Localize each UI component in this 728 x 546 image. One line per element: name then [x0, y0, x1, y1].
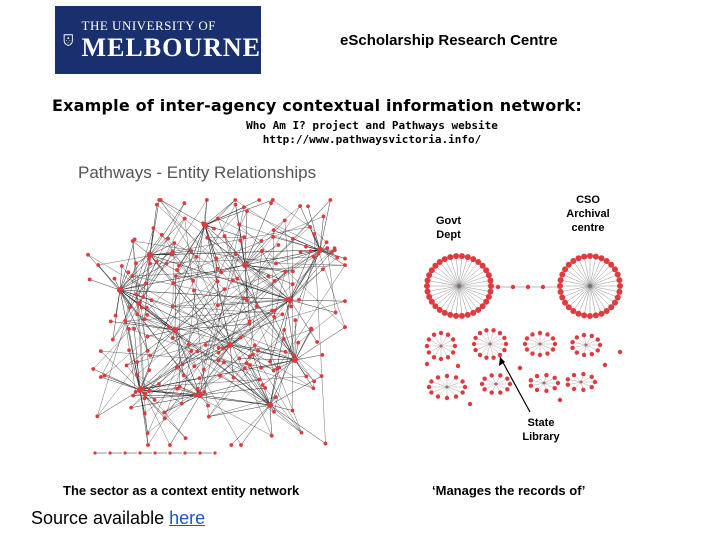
slide-subtitle-project: Who Am I? project and Pathways website [246, 119, 498, 132]
source-line: Source available here [31, 508, 205, 529]
pathways-figure-title: Pathways - Entity Relationships [78, 163, 317, 182]
left-caption: The sector as a context entity network [63, 483, 300, 498]
slide-heading: Example of inter-agency contextual infor… [52, 96, 582, 115]
slide-subtitle-url: http://www.pathwaysvictoria.info/ [262, 133, 482, 146]
source-text: Source available [31, 508, 170, 528]
right-caption: ‘Manages the records of’ [432, 483, 586, 498]
centre-title: eScholarship Research Centre [340, 32, 558, 49]
logo-wordmark: THE UNIVERSITY OF MELBOURNE [82, 18, 261, 62]
logo-line1: THE UNIVERSITY OF [81, 18, 216, 33]
state-library-pointer [499, 356, 531, 413]
university-logo: THE UNIVERSITY OF MELBOURNE [55, 6, 261, 74]
crest-icon [63, 34, 73, 46]
manages-records-network [424, 253, 623, 407]
entity-relationship-network [86, 198, 347, 455]
logo-line2: MELBOURNE [81, 33, 261, 62]
source-link[interactable]: here [169, 508, 206, 528]
